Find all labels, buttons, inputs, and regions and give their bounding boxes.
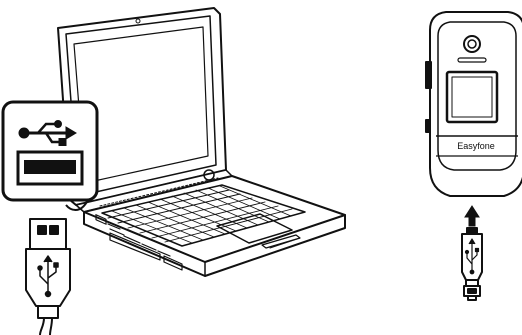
usb-a-plug-icon [26, 219, 70, 335]
arrow-up-icon [465, 206, 479, 226]
laptop-icon [58, 8, 345, 276]
usb-port-callout [3, 102, 97, 200]
micro-usb-plug-icon [462, 228, 482, 300]
usb-port-icon [18, 152, 82, 184]
flip-phone-icon [426, 12, 522, 196]
phone-brand-label: Easyfone [457, 141, 495, 151]
